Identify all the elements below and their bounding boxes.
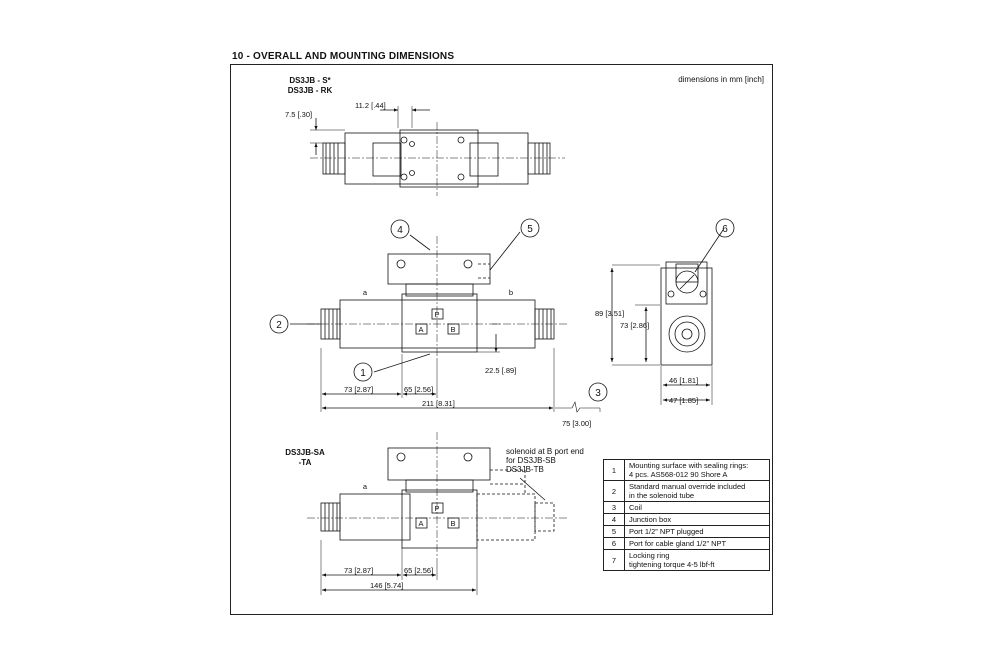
- callout-5: 5: [527, 224, 533, 235]
- legend-text-line-1: Coil: [629, 503, 642, 512]
- dim-89: 89 [3.51]: [595, 309, 624, 318]
- label-port-a-bottom: A: [418, 519, 423, 528]
- dim-47: 47 [1.85]: [669, 396, 698, 405]
- callout-circle-6: [715, 218, 735, 238]
- side-view: [610, 229, 724, 405]
- legend-num: 2: [603, 480, 625, 502]
- legend-text-line-1: Junction box: [629, 515, 672, 524]
- legend-text-line-2: tightening torque 4-5 lbf-ft: [629, 560, 715, 569]
- legend-text: Port for cable gland 1/2” NPT: [624, 537, 770, 550]
- legend-num: 7: [603, 549, 625, 571]
- dim-73-front: 73 [2.87]: [344, 385, 373, 394]
- solenoid-note-line-2: for DS3JB-SB: [506, 456, 556, 465]
- legend-num: 5: [603, 525, 625, 538]
- model-label-bottom-1: DS3JB-SA: [285, 448, 325, 457]
- legend-text-line-1: Port for cable gland 1/2” NPT: [629, 539, 727, 548]
- legend-text: Coil: [624, 501, 770, 514]
- dim-11-2: 11.2 [.44]: [355, 101, 386, 110]
- dim-211: 211 [8.31]: [422, 399, 455, 408]
- bottom-view-coil: [339, 493, 411, 541]
- dim-22-5: 22.5 [.89]: [485, 366, 516, 375]
- model-label-top-1: DS3JB - S*: [289, 76, 331, 85]
- label-solenoid-a-bottom: a: [363, 482, 368, 491]
- legend-text-line-1: Port 1/2” NPT plugged: [629, 527, 704, 536]
- label-solenoid-b: b: [509, 288, 513, 297]
- model-label-top-2: DS3JB - RK: [287, 86, 333, 95]
- callout-6: 6: [722, 224, 728, 235]
- section-title: 10 - OVERALL AND MOUNTING DIMENSIONS: [232, 51, 455, 62]
- solenoid-note-line-1: solenoid at B port end: [506, 447, 584, 456]
- legend-num: 6: [603, 537, 625, 550]
- legend-text: Port 1/2” NPT plugged: [624, 525, 770, 538]
- dim-73-side: 73 [2.86]: [620, 321, 649, 330]
- dim-7-5: 7.5 [.30]: [285, 110, 312, 119]
- side-view-body: [660, 267, 713, 366]
- legend-num: 4: [603, 513, 625, 526]
- legend-row: 6 Port for cable gland 1/2” NPT: [603, 537, 770, 550]
- legend-text: Mounting surface with sealing rings:4 pc…: [624, 459, 770, 481]
- legend-num: 3: [603, 501, 625, 514]
- front-view: [290, 231, 601, 413]
- model-label-bottom-2: -TA: [298, 458, 312, 467]
- callout-4: 4: [397, 225, 403, 236]
- label-port-b-bottom: B: [450, 519, 455, 528]
- legend-row: 5 Port 1/2” NPT plugged: [603, 525, 770, 538]
- dim-146: 146 [5.74]: [370, 581, 403, 590]
- callout-circle-1: [353, 362, 373, 382]
- legend-row: 3 Coil: [603, 501, 770, 514]
- front-view-junction-box: [387, 253, 491, 285]
- front-view-valve-body: [401, 293, 478, 353]
- top-view: [310, 106, 565, 196]
- bottom-view-knob: [320, 502, 341, 532]
- label-port-p-bottom: P: [434, 504, 439, 513]
- dim-73-bottom: 73 [2.87]: [344, 566, 373, 575]
- bottom-view-valve-body: [401, 489, 478, 549]
- callout-circle-2: [269, 314, 289, 334]
- bottom-view: [307, 432, 568, 595]
- legend-text-line-2: in the solenoid tube: [629, 491, 695, 500]
- callout-circle-3: [588, 382, 608, 402]
- callout-3: 3: [595, 388, 601, 399]
- callout-1: 1: [360, 368, 366, 379]
- legend-row: 4 Junction box: [603, 513, 770, 526]
- legend-text-line-2: 4 pcs. AS568-012 90 Shore A: [629, 470, 728, 479]
- label-port-b: B: [450, 325, 455, 334]
- dim-75: 75 [3.00]: [562, 419, 591, 428]
- dim-65-bottom: 65 [2.56]: [404, 566, 433, 575]
- label-port-p: P: [434, 310, 439, 319]
- model-label-top: DS3JB - S* DS3JB - RK: [270, 76, 350, 96]
- dim-65-front: 65 [2.56]: [404, 385, 433, 394]
- solenoid-note: solenoid at B port end for DS3JB-SB DS3J…: [506, 447, 584, 474]
- callout-circle-4: [390, 219, 410, 239]
- units-note: dimensions in mm [inch]: [678, 75, 764, 84]
- top-view-body: [344, 132, 529, 185]
- legend-text-line-1: Mounting surface with sealing rings:: [629, 461, 749, 470]
- legend-text-line-1: Locking ring: [629, 551, 670, 560]
- model-label-bottom: DS3JB-SA -TA: [270, 448, 340, 468]
- label-solenoid-a: a: [363, 288, 368, 297]
- legend-num: 1: [603, 459, 625, 481]
- legend-text-line-1: Standard manual override included: [629, 482, 746, 491]
- dim-46: 46 [1.81]: [669, 376, 698, 385]
- solenoid-note-line-3: DS3JB-TB: [506, 465, 544, 474]
- callout-2: 2: [276, 320, 282, 331]
- label-port-a: A: [418, 325, 423, 334]
- legend-text: Junction box: [624, 513, 770, 526]
- legend-row: 1 Mounting surface with sealing rings:4 …: [603, 459, 770, 481]
- legend-table: 1 Mounting surface with sealing rings:4 …: [603, 459, 770, 571]
- drawing-frame: [230, 64, 773, 615]
- callout-circle-5: [520, 218, 540, 238]
